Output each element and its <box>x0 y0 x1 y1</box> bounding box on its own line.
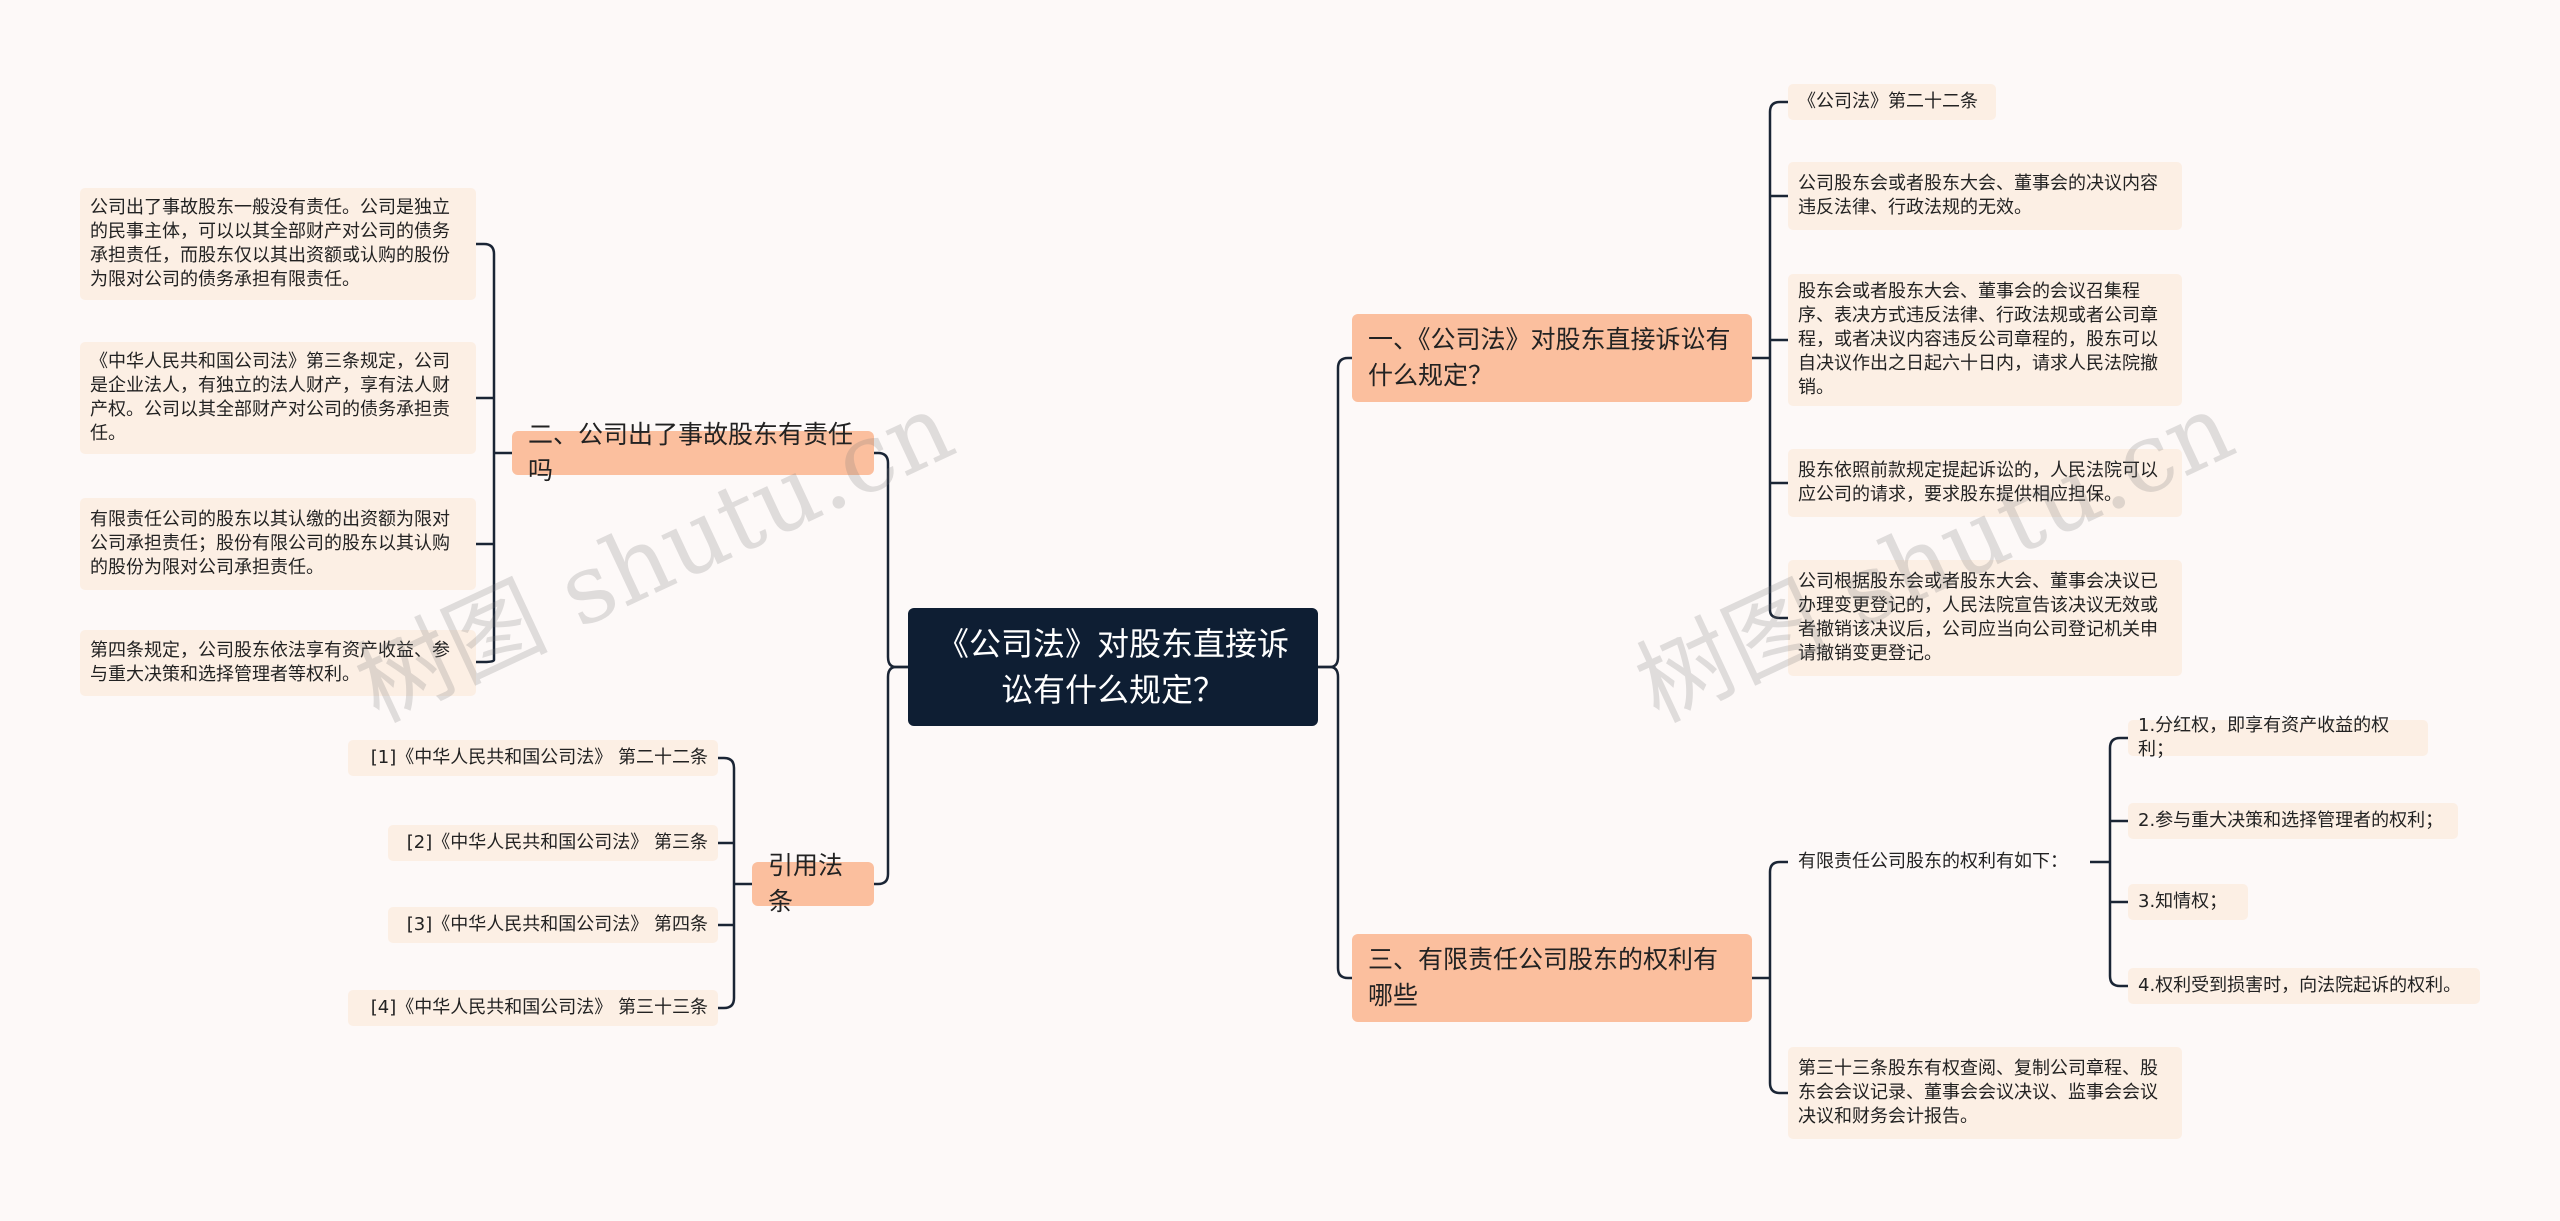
right-information[interactable]: 3.知情权； <box>2128 884 2248 920</box>
edge-b1-l1 <box>1768 100 1788 113</box>
leaf-text: 4.权利受到损害时，向法院起诉的权利。 <box>2138 975 2462 996</box>
leaf-text: [3]《中华人民共和国公司法》 第四条 <box>406 914 708 935</box>
branch-cited-laws[interactable]: 引用法条 <box>752 851 874 916</box>
branch-label: 一、《公司法》对股东直接诉讼有什么规定？ <box>1368 325 1731 390</box>
leaf-art4[interactable]: 第四条规定，公司股东依法享有资产收益、参与重大决策和选择管理者等权利。 <box>80 630 476 696</box>
branch-direct-lawsuit[interactable]: 一、《公司法》对股东直接诉讼有什么规定？ <box>1352 314 1752 402</box>
leaf-text: 公司出了事故股东一般没有责任。公司是独立的民事主体，可以以其全部财产对公司的债务… <box>90 197 450 290</box>
leaf-text: 公司股东会或者股东大会、董事会的决议内容违反法律、行政法规的无效。 <box>1798 173 2158 218</box>
leaf-text: 第三十三条股东有权查阅、复制公司章程、股东会会议记录、董事会会议决议、监事会会议… <box>1798 1058 2158 1127</box>
leaf-text: 《中华人民共和国公司法》第三条规定，公司是企业法人，有独立的法人财产，享有法人财… <box>90 351 450 444</box>
edge-rights-spine <box>2090 748 2112 976</box>
leaf-text: [1]《中华人民共和国公司法》 第二十二条 <box>370 747 708 768</box>
edge-rights-1 <box>2108 736 2128 749</box>
ref-art3[interactable]: [2]《中华人民共和国公司法》 第三条 <box>388 825 718 861</box>
branch-label: 引用法条 <box>768 851 844 916</box>
edge-root-b4 <box>874 665 908 886</box>
branch-label: 三、有限责任公司股东的权利有哪些 <box>1368 945 1719 1010</box>
leaf-text: [2]《中华人民共和国公司法》 第三条 <box>406 832 708 853</box>
branch-accident-liability[interactable]: 二、公司出了事故股东有责任吗 <box>512 420 874 485</box>
leaf-text: 股东依照前款规定提起诉讼的，人民法院可以应公司的请求，要求股东提供相应担保。 <box>1798 460 2158 505</box>
edge-root-b3 <box>1318 665 1352 980</box>
root-topic[interactable]: 《公司法》对股东直接诉讼有什么规定？ <box>908 608 1318 726</box>
right-dividend[interactable]: 1.分红权，即享有资产收益的权利； <box>2128 715 2428 760</box>
edge-root-b1 <box>1318 356 1352 669</box>
leaf-resolution-revoke[interactable]: 股东会或者股东大会、董事会的会议召集程序、表决方式违反法律、行政法规或者公司章程… <box>1788 274 2182 406</box>
branch-label: 二、公司出了事故股东有责任吗 <box>528 420 854 485</box>
leaf-guarantee[interactable]: 股东依照前款规定提起诉讼的，人民法院可以应公司的请求，要求股东提供相应担保。 <box>1788 449 2182 517</box>
right-decision[interactable]: 2.参与重大决策和选择管理者的权利； <box>2128 803 2458 839</box>
edge-b4-r1 <box>718 756 736 769</box>
ref-art33[interactable]: [4]《中华人民共和国公司法》 第三十三条 <box>348 990 718 1026</box>
leaf-resolution-invalid[interactable]: 公司股东会或者股东大会、董事会的决议内容违反法律、行政法规的无效。 <box>1788 162 2182 230</box>
branch-shareholder-rights[interactable]: 三、有限责任公司股东的权利有哪些 <box>1352 934 1752 1022</box>
leaf-text: 1.分红权，即享有资产收益的权利； <box>2138 715 2390 760</box>
ref-art22[interactable]: [1]《中华人民共和国公司法》 第二十二条 <box>348 740 718 776</box>
rights-intro-text: 有限责任公司股东的权利有如下： <box>1798 851 2068 872</box>
leaf-text: 有限责任公司的股东以其认缴的出资额为限对公司承担责任；股份有限公司的股东以其认购… <box>90 509 450 578</box>
leaf-art3[interactable]: 《中华人民共和国公司法》第三条规定，公司是企业法人，有独立的法人财产，享有法人财… <box>80 342 476 454</box>
edge-b4-r4 <box>718 997 736 1010</box>
leaf-text: 股东会或者股东大会、董事会的会议召集程序、表决方式违反法律、行政法规或者公司章程… <box>1798 281 2158 398</box>
ref-art4[interactable]: [3]《中华人民共和国公司法》 第四条 <box>388 907 718 943</box>
edge-b4-spine <box>732 768 752 998</box>
root-topic-label: 《公司法》对股东直接诉讼有什么规定？ <box>936 625 1289 709</box>
edge-b3-spine <box>1752 872 1772 1083</box>
edge-root-b2 <box>874 451 908 669</box>
leaf-text: 公司根据股东会或者股东大会、董事会决议已办理变更登记的，人民法院宣告该决议无效或… <box>1798 571 2158 664</box>
right-lawsuit[interactable]: 4.权利受到损害时，向法院起诉的权利。 <box>2128 968 2480 1004</box>
leaf-text: 3.知情权； <box>2138 891 2228 912</box>
leaf-text: 《公司法》第二十二条 <box>1798 91 1978 112</box>
leaf-text: 2.参与重大决策和选择管理者的权利； <box>2138 810 2444 831</box>
edge-b2-l4 <box>476 659 496 664</box>
leaf-text: 第四条规定，公司股东依法享有资产收益、参与重大决策和选择管理者等权利。 <box>90 640 450 685</box>
edge-b2-l1 <box>476 242 496 255</box>
leaf-no-liability[interactable]: 公司出了事故股东一般没有责任。公司是独立的民事主体，可以以其全部财产对公司的债务… <box>80 188 476 300</box>
edge-b3-rights <box>1768 860 1788 873</box>
leaf-limited-liability[interactable]: 有限责任公司的股东以其认缴的出资额为限对公司承担责任；股份有限公司的股东以其认购… <box>80 498 476 590</box>
edge-b2-spine <box>492 254 512 660</box>
leaf-change-registration[interactable]: 公司根据股东会或者股东大会、董事会决议已办理变更登记的，人民法院宣告该决议无效或… <box>1788 560 2182 676</box>
rights-intro[interactable]: 有限责任公司股东的权利有如下： <box>1788 845 2090 879</box>
edge-b1-l5 <box>1768 609 1788 620</box>
edge-b1-spine <box>1752 112 1772 610</box>
edge-b3-art33 <box>1768 1082 1788 1095</box>
leaf-art33[interactable]: 第三十三条股东有权查阅、复制公司章程、股东会会议记录、董事会会议决议、监事会会议… <box>1788 1047 2182 1139</box>
leaf-art22-title[interactable]: 《公司法》第二十二条 <box>1788 84 1996 120</box>
edge-rights-4 <box>2108 975 2128 988</box>
leaf-text: [4]《中华人民共和国公司法》 第三十三条 <box>370 997 708 1018</box>
